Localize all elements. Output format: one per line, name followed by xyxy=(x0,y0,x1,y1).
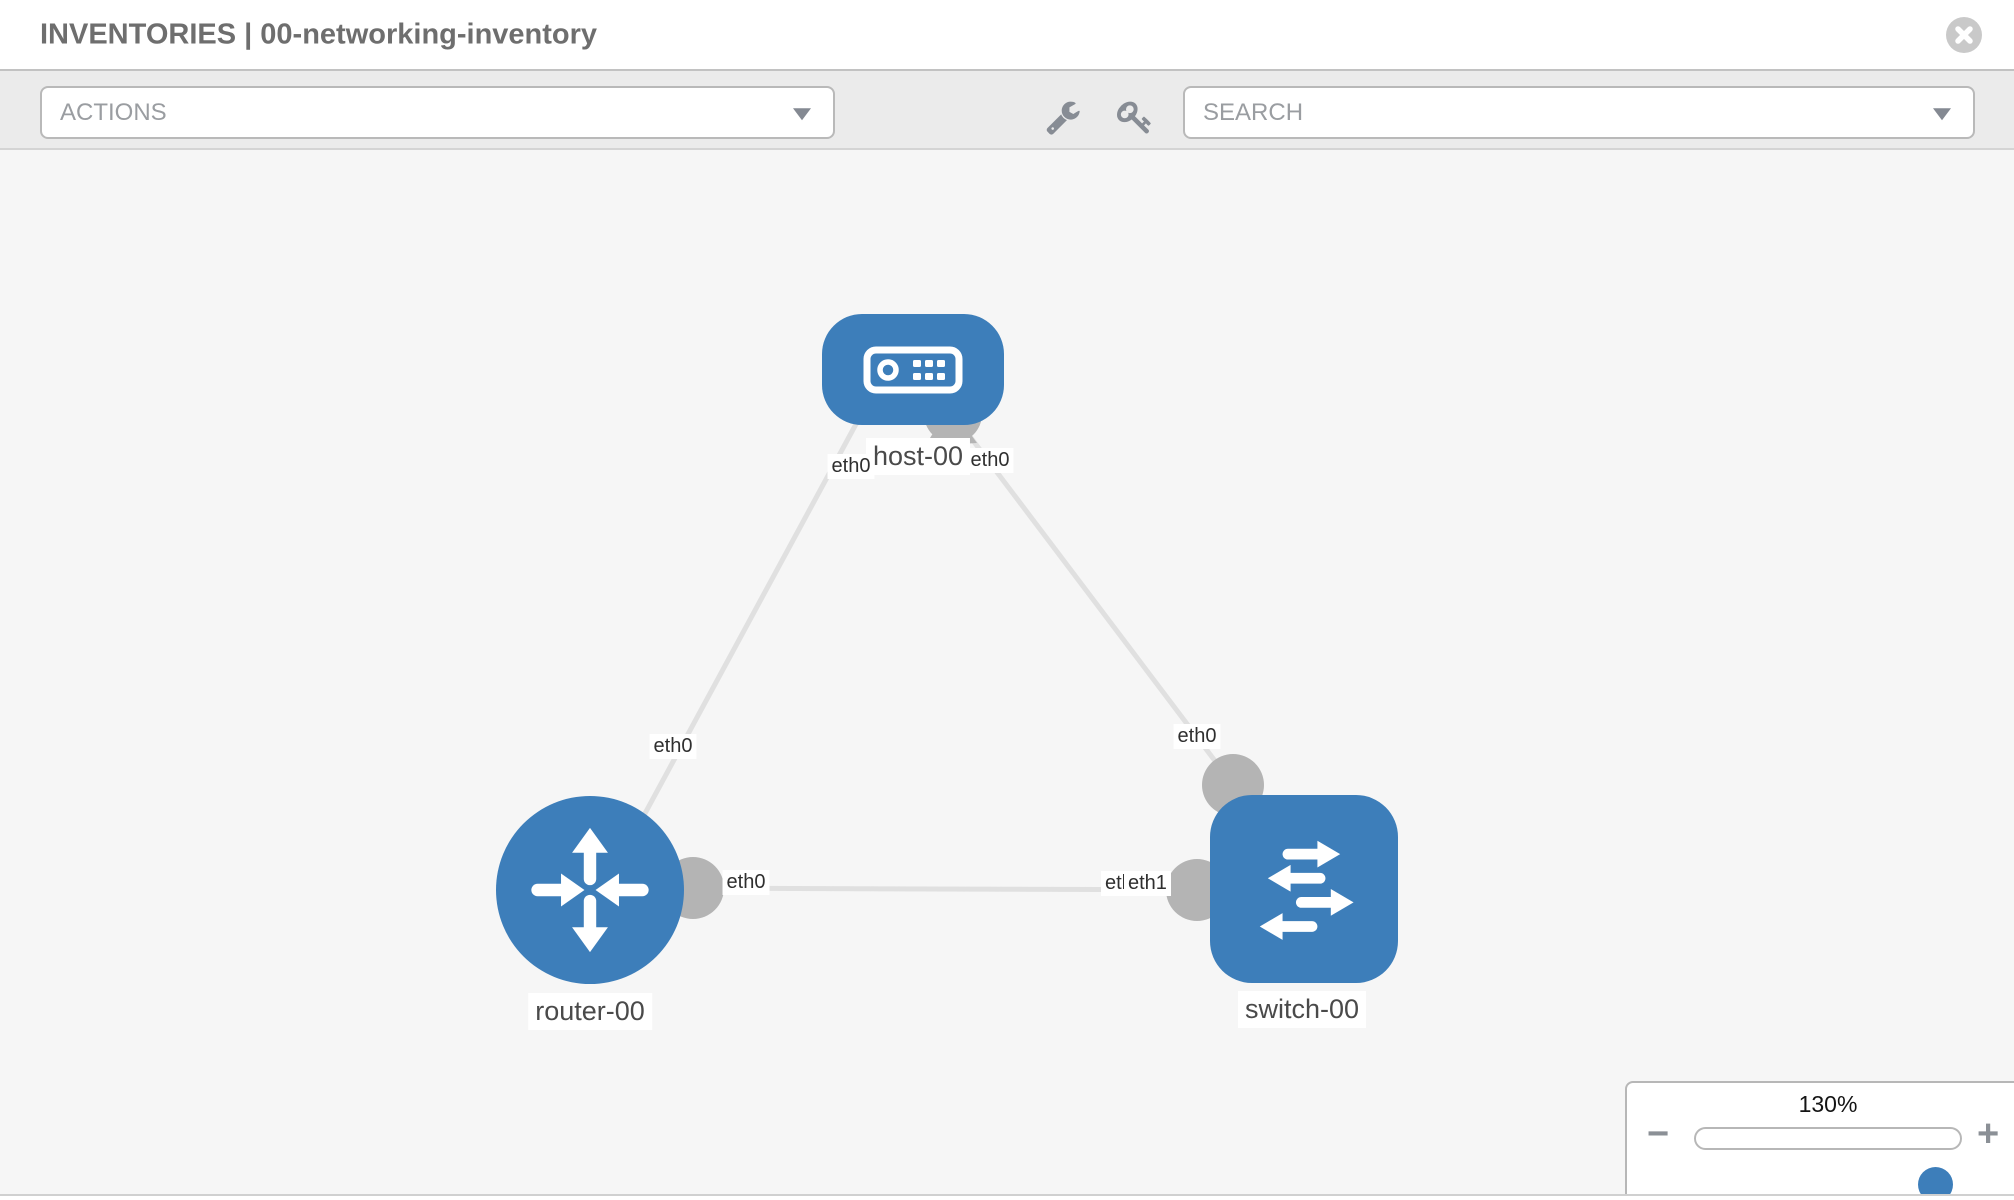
credentials-button[interactable] xyxy=(1113,95,1157,139)
zoom-level-value: 130% xyxy=(1798,1091,1858,1117)
interface-label: eth0 xyxy=(827,454,875,479)
switch-icon xyxy=(1259,840,1354,940)
key-icon xyxy=(1117,101,1151,134)
interface-label: eth0 xyxy=(1173,724,1221,749)
interface-label: eth1 xyxy=(1124,871,1171,896)
chevron-down-icon xyxy=(793,107,811,120)
links-layer xyxy=(607,385,1264,921)
search-dropdown-label: SEARCH xyxy=(1203,98,1304,126)
zoom-slider-track[interactable] xyxy=(1694,1127,1962,1194)
search-dropdown[interactable]: SEARCH xyxy=(1183,86,1975,139)
node-host-00[interactable] xyxy=(822,314,1004,425)
interface-label: eth0 xyxy=(649,734,697,759)
node-router-00[interactable] xyxy=(496,796,684,984)
zoom-control-panel: 130% − + xyxy=(1625,1081,2014,1194)
header: INVENTORIES | 00-networking-inventory xyxy=(0,0,2014,71)
wrench-icon xyxy=(1046,101,1080,135)
zoom-in-button[interactable]: + xyxy=(1977,1113,2000,1155)
toolbar: ACTIONS SEARCH xyxy=(0,71,2014,150)
actions-dropdown-label: ACTIONS xyxy=(60,98,167,126)
node-switch-00[interactable] xyxy=(1210,795,1398,983)
host-icon xyxy=(863,346,963,393)
interface-label: eth0 xyxy=(966,448,1014,473)
node-label-switch-00: switch-00 xyxy=(1237,991,1367,1028)
close-icon xyxy=(1955,26,1973,44)
interface-label: eth0 xyxy=(722,870,770,895)
close-button[interactable] xyxy=(1946,17,1982,53)
actions-dropdown[interactable]: ACTIONS xyxy=(40,86,835,139)
zoom-slider-knob[interactable] xyxy=(1918,1167,1953,1194)
link-host-router xyxy=(607,411,865,880)
router-icon xyxy=(531,827,649,953)
node-label-router-00: router-00 xyxy=(528,993,652,1030)
page-title: INVENTORIES | 00-networking-inventory xyxy=(40,18,598,50)
topology-canvas[interactable]: host-00 router-00 switch-00 eth0 eth0 et… xyxy=(0,150,2014,1196)
zoom-out-button[interactable]: − xyxy=(1647,1113,1670,1155)
chevron-down-icon xyxy=(1933,107,1951,120)
node-label-host-00: host-00 xyxy=(865,438,971,475)
configure-button[interactable] xyxy=(1041,95,1085,139)
